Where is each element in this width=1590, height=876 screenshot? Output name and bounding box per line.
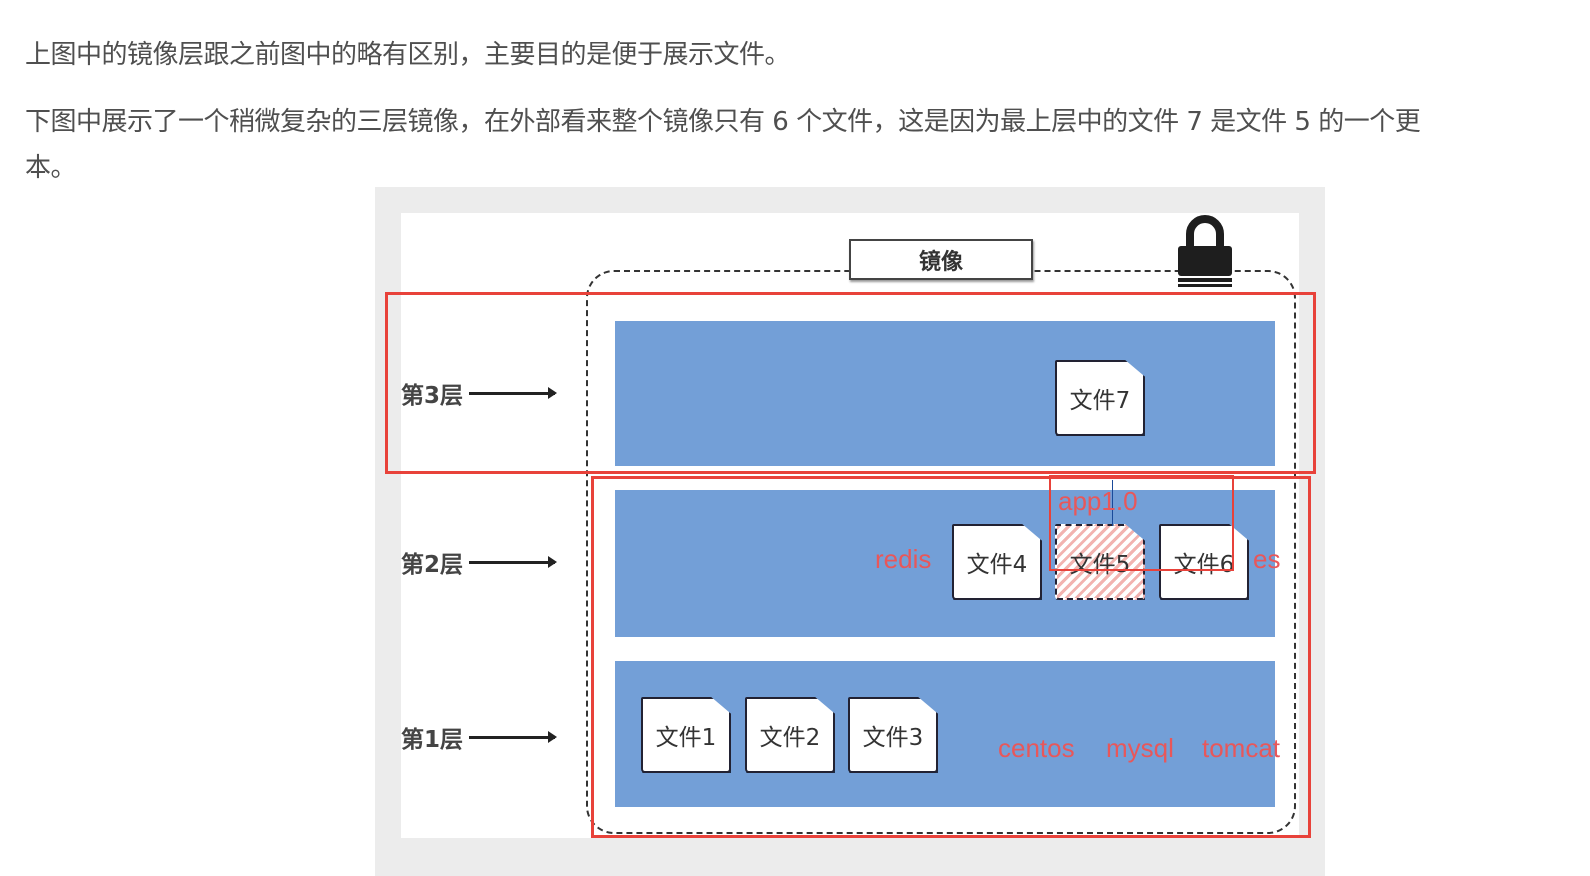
file-6: 文件6 [1159, 524, 1249, 600]
layer-1-label-text: 第1层 [401, 727, 464, 753]
layer-3-label-text: 第3层 [401, 383, 464, 409]
layer-2-label-text: 第2层 [401, 552, 464, 578]
annotation-box-layers-1-2 [591, 476, 1311, 838]
arrow-right-icon [469, 555, 558, 568]
lock-icon [1178, 215, 1232, 287]
annotation-centos: centos [998, 733, 1075, 763]
layer-3-label: 第3层 [401, 376, 558, 410]
annotation-app: app1.0 [1058, 486, 1138, 516]
file-5-overridden: 文件5 [1055, 524, 1145, 600]
paragraph-1: 上图中的镜像层跟之前图中的略有区别，主要目的是便于展示文件。 [25, 40, 791, 70]
file-4: 文件4 [952, 524, 1042, 600]
annotation-redis: redis [875, 544, 932, 574]
arrow-right-icon [469, 386, 558, 399]
file-7: 文件7 [1055, 360, 1145, 436]
paragraph-2-line-2: 本。 [25, 153, 77, 183]
layer-1-label: 第1层 [401, 720, 558, 754]
annotation-box-app [1049, 475, 1234, 571]
text-cursor [1112, 480, 1113, 526]
annotation-mysql: mysql [1106, 733, 1174, 763]
annotation-tomcat: tomcat [1202, 733, 1281, 763]
arrow-right-icon [469, 730, 558, 743]
file-3: 文件3 [848, 697, 938, 773]
paragraph-2-line-1: 下图中展示了一个稍微复杂的三层镜像，在外部看来整个镜像只有 6 个文件，这是因为… [25, 107, 1421, 137]
layer-2-label: 第2层 [401, 545, 558, 579]
layer-3-block [615, 321, 1275, 466]
annotation-box-layer-3 [385, 292, 1316, 474]
file-2: 文件2 [745, 697, 835, 773]
image-title-box: 镜像 [849, 239, 1033, 280]
file-1: 文件1 [641, 697, 731, 773]
annotation-es: es [1253, 544, 1281, 574]
